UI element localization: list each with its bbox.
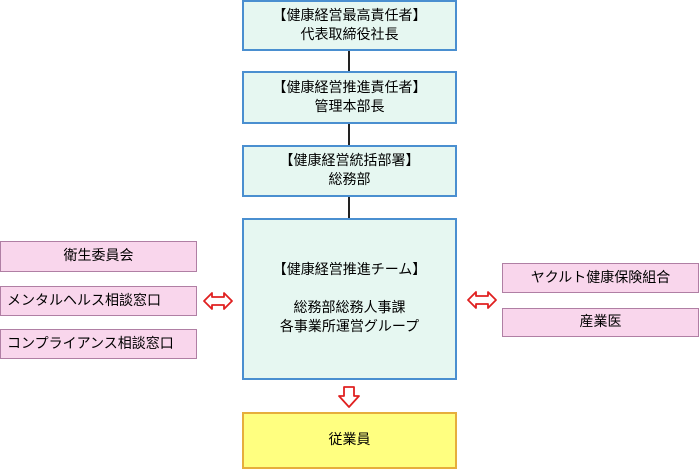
health-committee-box: 衛生委員会 (0, 241, 197, 272)
promotion-team-member: 総務部総務人事課 (293, 300, 406, 316)
general-dept-box-role: 総務部 (328, 172, 371, 188)
occupational-physician-box: 産業医 (502, 308, 699, 337)
promotion-box-title: 【健康経営推進責任者】 (272, 79, 427, 96)
connector-line-promotion-general (348, 124, 350, 145)
general-dept-box: 【健康経営統括部署】 総務部 (242, 145, 457, 197)
promotion-box-role: 管理本部長 (314, 98, 385, 115)
mental-health-desk-label: メンタルヘルス相談窓口 (7, 292, 161, 309)
hollow-down-arrow-icon (338, 386, 360, 408)
mental-health-desk-box: メンタルヘルス相談窓口 (0, 286, 197, 316)
ceo-box-role: 代表取締役社長 (300, 26, 399, 43)
promotion-box: 【健康経営推進責任者】 管理本部長 (242, 71, 457, 124)
occupational-physician-label: 産業医 (579, 314, 622, 330)
compliance-desk-label: コンプライアンス相談窓口 (7, 335, 174, 352)
connector-line-general-team (348, 197, 350, 218)
promotion-team-member: 各事業所運営グループ (279, 319, 420, 335)
connector-line-ceo-promotion (348, 51, 350, 71)
health-committee-label: 衛生委員会 (63, 248, 134, 264)
employees-label: 従業員 (328, 432, 371, 448)
ceo-box: 【健康経営最高責任者】 代表取締役社長 (242, 0, 457, 51)
employees-box: 従業員 (242, 412, 457, 469)
general-dept-box-title: 【健康経営統括部署】 (279, 153, 420, 169)
double-headed-arrow-icon (467, 291, 497, 309)
compliance-desk-box: コンプライアンス相談窓口 (0, 329, 197, 359)
promotion-team-box: 【健康経営推進チーム】 総務部総務人事課 各事業所運営グループ (242, 218, 457, 380)
promotion-team-title: 【健康経営推進チーム】 (272, 262, 427, 278)
health-insurance-union-label: ヤクルト健康保険組合 (530, 269, 671, 286)
double-headed-arrow-icon (203, 292, 233, 310)
ceo-box-title: 【健康経営最高責任者】 (272, 7, 427, 24)
health-insurance-union-box: ヤクルト健康保険組合 (502, 263, 699, 293)
